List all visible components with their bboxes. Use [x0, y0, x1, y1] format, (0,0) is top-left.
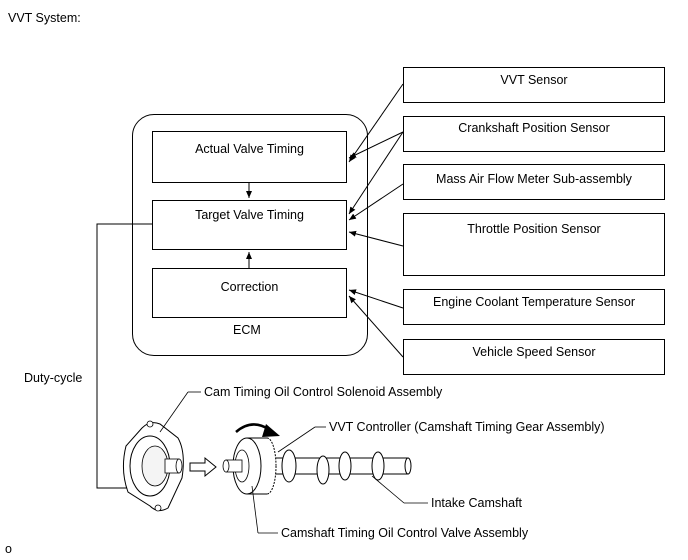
- crankshaft-position-sensor-box: Crankshaft Position Sensor: [403, 116, 665, 152]
- duty-cycle-label: Duty-cycle: [24, 371, 83, 385]
- vehicle-speed-sensor-box: Vehicle Speed Sensor: [403, 339, 665, 375]
- camshaft-illustration: [269, 449, 412, 485]
- actual-valve-timing-block: Actual Valve Timing: [152, 131, 347, 183]
- vvt-sensor-label: VVT Sensor: [500, 73, 568, 87]
- solenoid-leader: [159, 391, 189, 433]
- mass-air-flow-meter-label: Mass Air Flow Meter Sub-assembly: [436, 172, 632, 186]
- duty-cycle-output-line: [96, 223, 152, 489]
- solenoid-illustration: [122, 420, 184, 512]
- maf-to-target-arrow: [348, 183, 404, 221]
- controller-leader: [277, 426, 316, 453]
- valve-leader: [251, 485, 259, 534]
- vehicle-speed-sensor-label: Vehicle Speed Sensor: [472, 345, 596, 359]
- solenoid-label: Cam Timing Oil Control Solenoid Assembly: [204, 385, 443, 399]
- engine-coolant-temperature-sensor-box: Engine Coolant Temperature Sensor: [403, 289, 665, 325]
- vvt-sensor-box: VVT Sensor: [403, 67, 665, 103]
- ecm-label: ECM: [233, 323, 261, 337]
- correction-block: Correction: [152, 268, 347, 318]
- correction-label: Correction: [220, 280, 279, 294]
- vvt-to-actual-arrow: [348, 83, 404, 163]
- valve-assembly-label: Camshaft Timing Oil Control Valve Assemb…: [281, 526, 529, 540]
- crank-to-actual-arrow: [348, 131, 404, 159]
- footnote-mark: o: [5, 542, 12, 556]
- throttle-position-sensor-label: Throttle Position Sensor: [467, 222, 601, 236]
- mass-air-flow-meter-box: Mass Air Flow Meter Sub-assembly: [403, 164, 665, 200]
- speed-to-correction-arrow: [348, 295, 404, 358]
- camshaft-leader: [371, 475, 405, 504]
- throttle-to-target-arrow: [348, 230, 404, 247]
- crank-to-target-arrow: [348, 131, 404, 215]
- diagram-title: VVT System:: [8, 11, 81, 25]
- crankshaft-position-sensor-label: Crankshaft Position Sensor: [458, 121, 610, 135]
- vvt-controller-illustration: [222, 437, 277, 495]
- vvt-controller-label: VVT Controller (Camshaft Timing Gear Ass…: [329, 420, 605, 434]
- target-valve-timing-block: Target Valve Timing: [152, 200, 347, 250]
- intake-camshaft-label: Intake Camshaft: [431, 496, 523, 510]
- engine-coolant-temperature-sensor-label: Engine Coolant Temperature Sensor: [433, 295, 635, 309]
- flow-arrow: [189, 456, 217, 478]
- actual-valve-timing-label: Actual Valve Timing: [195, 142, 304, 156]
- coolant-to-correction-arrow: [348, 289, 404, 309]
- target-valve-timing-label: Target Valve Timing: [195, 208, 304, 222]
- throttle-position-sensor-box: Throttle Position Sensor: [403, 213, 665, 276]
